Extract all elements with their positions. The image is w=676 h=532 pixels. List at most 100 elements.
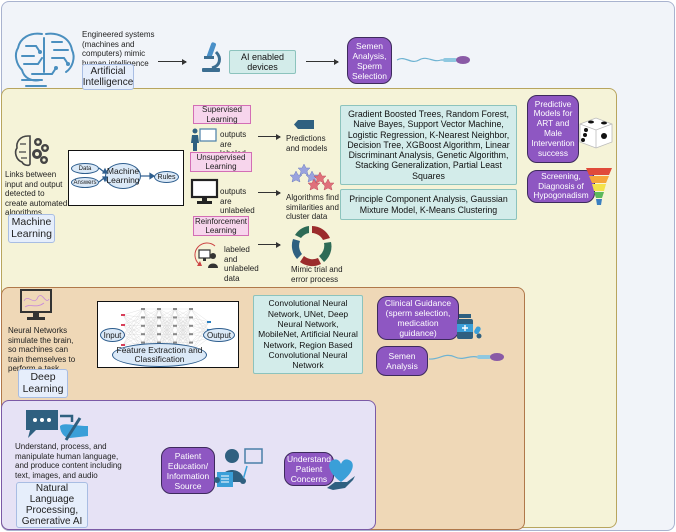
network-edge [190,308,210,331]
arrow [258,133,281,140]
medication-icon [457,314,482,339]
ml-description: Links between input and output detected … [5,170,68,217]
network-edge [122,334,144,346]
machine-learning-node: Machine Learning [105,163,141,189]
cycle-arrows-icon [291,226,332,267]
network-node [157,308,161,310]
cluster-icon [289,163,335,191]
chat-writing-icon [26,410,88,441]
nlp-label: Natural Language Processing, Generative … [16,482,88,528]
sperm-icon [428,353,504,361]
network-edge [122,317,144,326]
microscope-icon [202,42,221,72]
supervised-algorithms-box: Gradient Boosted Trees, Random Forest, N… [340,105,517,185]
ai-description: Engineered systems (machines and compute… [82,30,155,68]
network-node [157,324,161,327]
circuit-brain-icon [14,32,75,87]
network-edge [158,308,176,318]
network-edge [122,317,144,346]
network-edge [190,321,210,326]
semen-analysis-box: Semen Analysis [376,346,428,376]
network-edge [174,308,192,326]
teacher-icon [191,128,217,151]
network-edge [174,308,192,343]
neural-monitor-icon [20,289,52,320]
funnel-icon [586,168,612,205]
unsupervised-algorithms-box: Principle Component Analysis, Gaussian M… [340,189,517,220]
network-node [141,341,145,344]
network-edge [190,317,210,323]
network-node [157,316,161,319]
ml-label: Machine Learning [8,214,55,243]
network-edge [158,308,176,326]
network-node [141,308,145,310]
patient-education-box: Patient Education/ Information Source [161,447,215,494]
supervised-learning-box: Supervised Learning [193,105,251,124]
feature-extraction-node: Feature Extraction and Classification [112,343,207,367]
network-edge [190,308,210,323]
network-node [173,316,177,319]
rules-node: Rules [154,171,179,183]
network-node [157,333,161,336]
network-edge [122,317,144,336]
arrow [306,58,339,65]
output-node: Output [203,328,235,342]
network-node [141,316,145,319]
ai-label: Artificial Intelligence [82,64,134,90]
arrow [158,58,187,65]
workflow-arrows [98,167,156,183]
dl-algorithms-box: Convolutional Neural Network, UNet, Deep… [253,295,363,374]
network-edge [142,308,160,326]
reinforcement-user-icon [194,242,218,268]
network-node [173,341,177,344]
arrow [258,189,281,196]
network-node [189,341,193,344]
network-edge [122,324,144,343]
network-edge [122,324,144,335]
network-node [173,308,177,310]
network-edge [142,308,160,318]
network-edge [142,308,160,335]
network-node [189,324,193,327]
network-edge [174,308,192,335]
dl-description: Neural Networks simulate the brain, so m… [8,326,76,373]
network-node [173,324,177,327]
network-node [141,324,145,327]
network-edge [122,308,144,336]
network-edge [122,314,144,335]
reinforcement-result: Mimic trial and error process [291,265,343,284]
network-node [173,333,177,336]
network-node [141,333,145,336]
sperm-icon [396,56,470,64]
network-edge [190,317,210,331]
network-edge [122,308,144,346]
reinforcement-note: labeled and unlabeled data [224,245,259,283]
understand-concerns-box: Understand Patient Concerns [284,452,334,486]
computer-monitor-icon [190,178,219,204]
network-edge [122,334,144,336]
tag-icon [294,120,314,129]
network-edge [122,308,144,316]
hypogonadism-screening-box: Screening, Diagnosis of Hypogonadism [527,170,595,203]
network-edge [122,325,144,336]
predictive-models-box: Predictive Models for ART and Male Inter… [527,95,579,163]
brain-gears-icon [14,135,49,167]
network-edge [158,308,176,343]
network-edge [122,308,144,326]
network-node [121,324,125,326]
network-edge [174,308,192,318]
network-node [189,308,193,310]
network-edge [122,314,144,326]
network-edge [190,321,210,343]
unsupervised-learning-box: Unsupervised Learning [190,152,252,172]
network-node [189,316,193,319]
reinforcement-learning-box: Reinforcement Learning [193,216,249,236]
unsupervised-result: Algorithms find similarities and cluster… [286,193,339,221]
network-edge [158,308,176,335]
dice-icon [579,117,613,149]
network-node [121,314,125,316]
data-node: Data [71,163,99,174]
answers-node: Answers [71,177,99,188]
network-edge [122,334,144,343]
clinical-guidance-box: Clinical Guidance (sperm selection, medi… [377,296,459,340]
